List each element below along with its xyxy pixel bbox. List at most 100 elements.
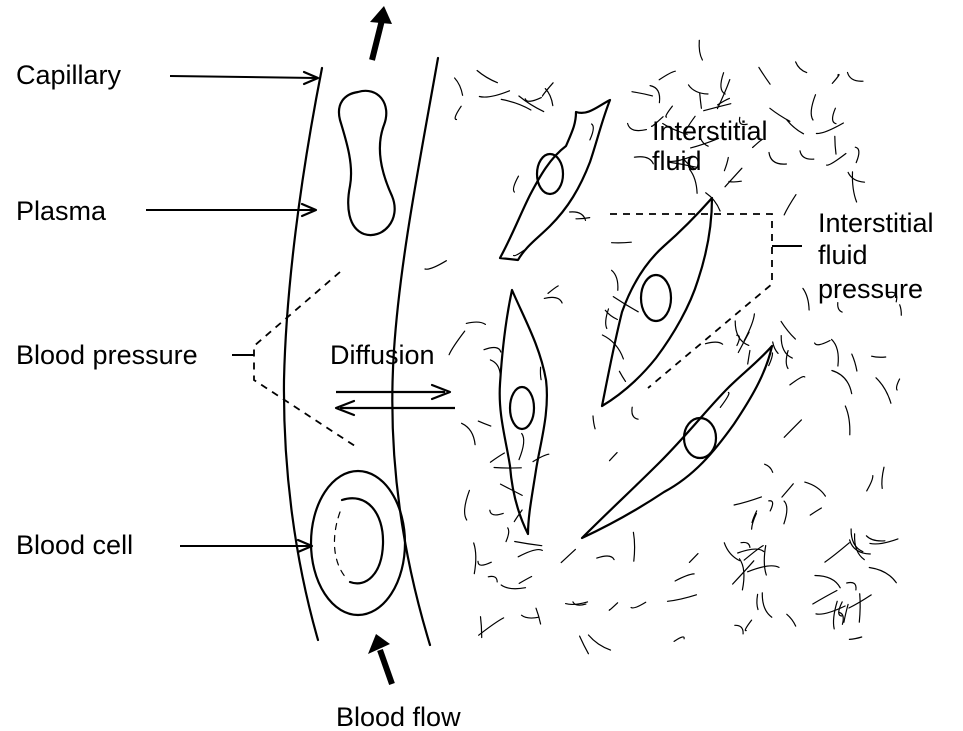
fiber-stroke (628, 124, 647, 131)
fiber-stroke (748, 351, 750, 365)
fiber-stroke (838, 303, 842, 313)
fiber-stroke (580, 636, 589, 654)
fiber-stroke (650, 86, 660, 103)
fiber-stroke (519, 434, 524, 460)
fiber-stroke (848, 172, 864, 182)
fiber-stroke (488, 576, 497, 582)
label-diffusion: Diffusion (330, 340, 435, 370)
fiber-stroke (844, 604, 848, 622)
fiber-stroke (811, 95, 815, 120)
fiber-stroke (825, 543, 850, 562)
fiber-stroke (724, 158, 728, 171)
label-plasma: Plasma (16, 196, 107, 226)
fiber-stroke (494, 468, 521, 469)
fiber-stroke (832, 74, 839, 83)
fiber-stroke (757, 594, 758, 609)
fiber-stroke (897, 379, 900, 390)
fiber-stroke (787, 120, 804, 134)
fiber-stroke (593, 416, 595, 429)
label-blood-flow: Blood flow (336, 702, 461, 731)
fiber-stroke (478, 421, 491, 426)
fiber-stroke (847, 582, 856, 589)
fiber-stroke (827, 154, 846, 166)
fiber-stroke (787, 614, 796, 626)
fiber-stroke (867, 476, 873, 491)
blood-cell (311, 471, 405, 615)
fiber-stroke (866, 536, 885, 541)
fiber-stroke (882, 467, 884, 488)
fiber-stroke (770, 108, 790, 121)
fiber-stroke (869, 568, 896, 583)
fiber-stroke (610, 453, 618, 461)
fiber-stroke (425, 261, 446, 270)
label-blood-cell: Blood cell (16, 530, 133, 560)
fiber-stroke (769, 501, 773, 511)
fiber-stroke (633, 532, 634, 561)
fiber-stroke (631, 602, 646, 608)
fiber-stroke (734, 497, 761, 505)
fiber-stroke (659, 71, 675, 80)
fiber-stroke (800, 151, 814, 159)
plasma-blob (339, 91, 395, 235)
fiber-stroke (689, 85, 709, 94)
fiber-stroke (576, 218, 590, 219)
fiber-stroke (773, 342, 778, 353)
capillary-left-wall (284, 68, 322, 640)
fiber-stroke (484, 348, 501, 352)
fiber-stroke (518, 550, 542, 557)
fiber-stroke (490, 510, 503, 515)
fiber-stroke (855, 147, 859, 162)
fiber-stroke (699, 40, 702, 60)
label-interstitial-pressure-1: Interstitial (818, 208, 934, 238)
fiber-stroke (561, 549, 575, 562)
fiber-stroke (540, 367, 541, 380)
fiber-stroke (455, 106, 461, 119)
label-interstitial-pressure-3: pressure (818, 274, 923, 304)
fiber-stroke (544, 297, 562, 303)
fiber-stroke (589, 635, 611, 650)
fiber-stroke (784, 195, 796, 215)
fiber-stroke (462, 423, 476, 444)
blood-cell-inner-dash (334, 512, 348, 580)
fiber-stroke (465, 490, 470, 520)
fiber-stroke (765, 464, 773, 472)
fiber-stroke (612, 270, 618, 290)
fiber-stroke (612, 242, 632, 243)
fiber-stroke (515, 542, 542, 546)
fiber-stroke (513, 176, 518, 192)
fiber-stroke (816, 123, 843, 134)
fiber-stroke (781, 321, 795, 339)
blood-cell-leader (180, 540, 312, 552)
fiber-stroke (852, 172, 856, 202)
fiber-stroke (619, 371, 625, 381)
fiber-stroke (784, 501, 787, 524)
fiber-stroke (744, 314, 754, 341)
fiber-stroke (833, 108, 836, 124)
fiber-stroke (840, 613, 844, 625)
fiber-stroke (478, 561, 491, 565)
fiber-stroke (845, 406, 850, 435)
fiber-stroke (859, 594, 860, 623)
label-interstitial-fluid-2: fluid (652, 146, 702, 176)
fiber-stroke (721, 73, 725, 94)
fiber-stroke (474, 543, 476, 574)
fiber-stroke (522, 615, 540, 618)
fiber-stroke (782, 484, 793, 497)
fiber-stroke (872, 356, 886, 357)
fiber-stroke (675, 574, 694, 581)
blood-flow-arrow-top (370, 6, 392, 60)
fiber-stroke (796, 62, 807, 73)
fiber-stroke (706, 342, 723, 344)
fiber-stroke (835, 136, 836, 154)
fiber-stroke (876, 378, 891, 403)
fiber-stroke (597, 556, 614, 560)
fiber-stroke (674, 637, 684, 641)
fiber-stroke (759, 67, 770, 84)
fiber-stroke (455, 78, 463, 95)
diffusion-arrows (336, 385, 455, 415)
fiber-stroke (848, 73, 864, 82)
fiber-stroke (849, 637, 861, 639)
fiber-stroke (813, 591, 837, 605)
